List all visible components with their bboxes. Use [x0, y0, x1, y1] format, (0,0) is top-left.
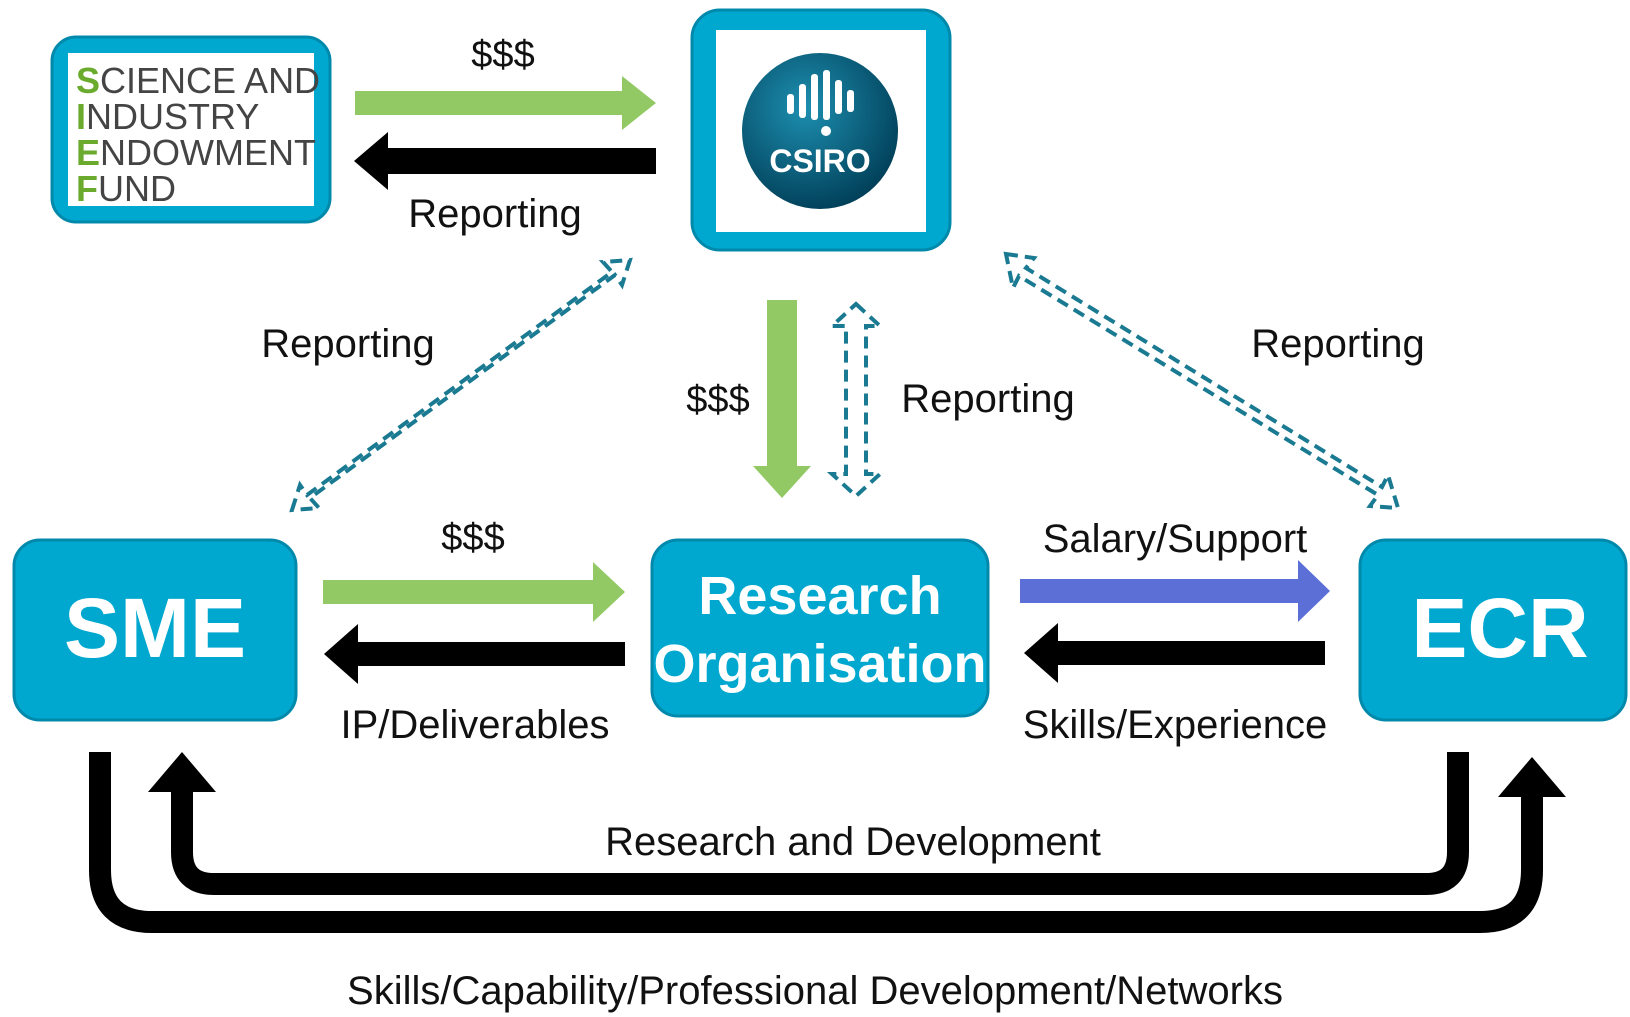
- outer-loop-arrowhead: [1498, 757, 1566, 797]
- csiro-logo-bars-icon: [787, 70, 854, 136]
- sme-csiro-reporting-arrow: [289, 257, 633, 513]
- inner-loop-label: Research and Development: [605, 820, 1101, 864]
- research-org-line1: Research: [698, 566, 941, 626]
- ro-csiro-reporting-arrow: [826, 301, 886, 499]
- ro-to-ecr-arrow: [1020, 560, 1330, 622]
- csiro-to-ro-label: $$$: [686, 379, 749, 421]
- csiro-logo-text: CSIRO: [769, 143, 870, 179]
- inner-loop-arrow: [171, 752, 1469, 895]
- sme-node: SME: [12, 538, 298, 722]
- csiro-to-ro-arrow: [753, 300, 811, 498]
- research-org-node: Research Organisation: [650, 538, 990, 718]
- sief-line-2: INDUSTRY: [76, 96, 259, 137]
- outer-loop-arrow: [89, 752, 1543, 933]
- sme-to-ro-label: $$$: [441, 517, 504, 559]
- ro-csiro-reporting-label: Reporting: [901, 377, 1074, 421]
- outer-loop-label: Skills/Capability/Professional Developme…: [347, 969, 1283, 1013]
- csiro-to-sief-label: Reporting: [408, 192, 581, 236]
- sief-node: SCIENCE AND INDUSTRY ENDOWMENT FUND: [50, 35, 332, 224]
- sme-label: SME: [64, 581, 246, 675]
- sief-line-3: ENDOWMENT: [76, 132, 316, 173]
- ecr-csiro-reporting-label: Reporting: [1251, 322, 1424, 366]
- ro-to-ecr-label: Salary/Support: [1043, 517, 1308, 561]
- sief-line-1: SCIENCE AND: [76, 60, 320, 101]
- ecr-node: ECR: [1358, 538, 1628, 722]
- csiro-node: CSIRO: [690, 8, 952, 252]
- sme-csiro-reporting-label: Reporting: [261, 322, 434, 366]
- csiro-logo: [742, 53, 898, 209]
- ro-to-sme-arrow: [324, 624, 625, 684]
- sme-to-ro-arrow: [323, 562, 625, 622]
- sief-to-csiro-arrow: [355, 76, 656, 130]
- ecr-to-ro-label: Skills/Experience: [1023, 703, 1328, 747]
- research-org-line2: Organisation: [653, 634, 986, 694]
- ecr-to-ro-arrow: [1024, 623, 1325, 683]
- ecr-label: ECR: [1411, 581, 1588, 675]
- sief-to-csiro-label: $$$: [471, 34, 534, 76]
- ecr-csiro-reporting-arrow: [1003, 251, 1401, 511]
- csiro-to-sief-arrow: [354, 132, 656, 190]
- inner-loop-arrowhead: [148, 752, 216, 792]
- ro-to-sme-label: IP/Deliverables: [340, 703, 609, 747]
- sief-line-4: FUND: [76, 168, 176, 209]
